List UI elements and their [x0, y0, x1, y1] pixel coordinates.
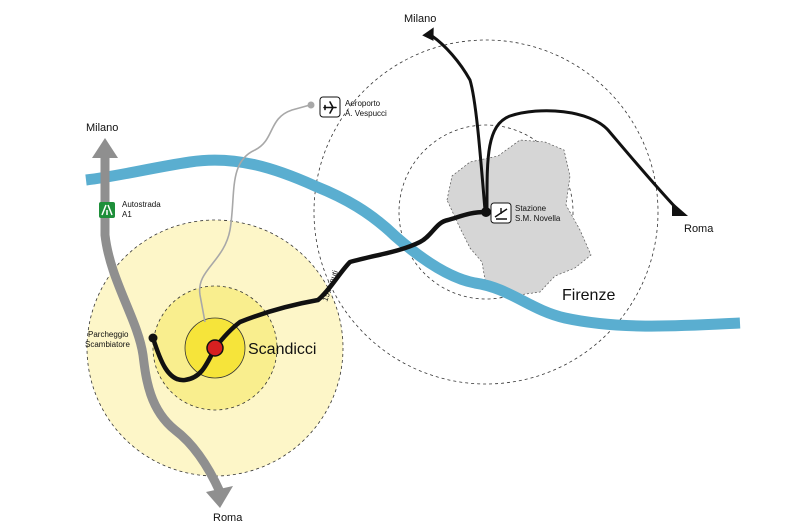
autostrada-label-2: A1	[122, 210, 132, 219]
river-arno	[85, 154, 741, 332]
station-label-2: S.M. Novella	[515, 214, 561, 223]
station-label-1: Stazione	[515, 204, 547, 213]
train-icon	[490, 202, 512, 224]
roma-right-label: Roma	[684, 223, 714, 235]
parking-label-2: Scambiatore	[85, 340, 130, 349]
firenze-label: Firenze	[562, 287, 615, 304]
arrow-north-milano	[92, 138, 118, 158]
parking-label-1: Parcheggio	[88, 330, 129, 339]
firenze-inner-ring	[398, 124, 574, 300]
scandicci-center-dot	[206, 339, 224, 357]
airport-label-2: A. Vespucci	[345, 109, 387, 118]
tram-line	[150, 209, 489, 383]
station-dot	[481, 207, 491, 217]
arrow-south-roma	[206, 486, 233, 508]
line-to-milano-top	[430, 34, 487, 212]
airplane-icon	[319, 96, 341, 118]
parking-stop-dot	[148, 333, 158, 343]
airport-link-end-dot	[307, 101, 315, 109]
milano-left-label: Milano	[86, 122, 118, 134]
airport-label-1: Aeroporto	[345, 99, 381, 108]
scandicci-label: Scandicci	[248, 341, 316, 358]
milano-top-label: Milano	[404, 13, 436, 25]
autostrada-a1-road	[100, 155, 225, 494]
arrow-milano-top	[422, 27, 434, 41]
roma-bottom-label: Roma	[213, 512, 243, 524]
line-to-roma-right	[485, 109, 678, 212]
arrow-roma-right	[672, 202, 688, 216]
airport-link-line	[198, 104, 311, 323]
firenze-outer-ring	[313, 39, 659, 385]
motorway-sign-icon	[99, 202, 115, 218]
autostrada-label-1: Autostrada	[122, 200, 161, 209]
